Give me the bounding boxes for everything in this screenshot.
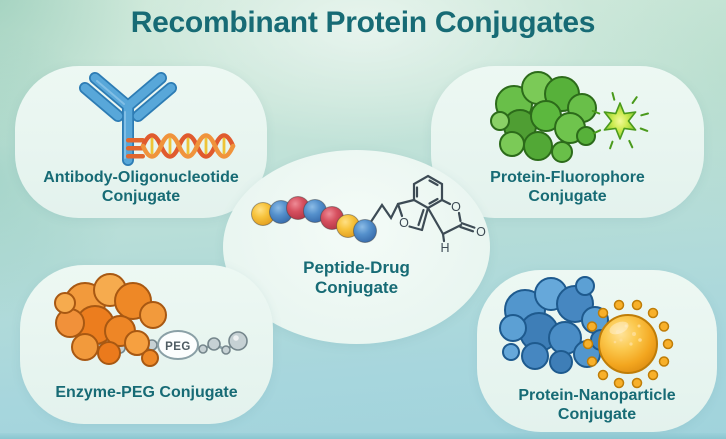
peg-badge: PEG: [157, 330, 199, 360]
protein-blob-green-icon: [490, 71, 597, 163]
dna-helix-icon: [126, 133, 236, 159]
card-label-line2: Conjugate: [528, 187, 607, 205]
atom-label-o-left: O: [399, 216, 409, 230]
card-label-line2: Conjugate: [557, 405, 637, 423]
card-label: Antibody-Oligonucleotide Conjugate: [15, 169, 267, 206]
protein-nanoparticle-illustration: [499, 276, 674, 389]
card-label: Peptide-Drug Conjugate: [223, 258, 490, 297]
card-label-line1: Antibody-Oligonucleotide: [43, 169, 239, 186]
bottom-edge-strip: [0, 433, 726, 439]
card-label-line1: Peptide-Drug: [303, 258, 410, 277]
atom-label-o-carbonyl: O: [476, 225, 486, 239]
enzyme-blob-icon: [54, 273, 167, 367]
card-label: Protein-Nanoparticle Conjugate: [477, 387, 717, 424]
drug-molecule-icon: [370, 174, 476, 243]
atom-label-h: H: [440, 241, 449, 255]
card-label-line1: Protein-Fluorophore: [490, 169, 645, 186]
antibody-icon: [79, 72, 177, 166]
card-label: Enzyme-PEG Conjugate: [20, 384, 273, 403]
nanoparticle-icon: [582, 299, 674, 389]
fluorophore-star-icon: [591, 92, 649, 150]
card-label-line2: Conjugate: [314, 277, 399, 297]
peptide-bead-chain-icon: [251, 196, 377, 243]
card-protein-nanoparticle: Protein-Nanoparticle Conjugate: [477, 270, 717, 432]
peptide-drug-illustration: O O O H: [251, 174, 486, 255]
card-label-line2: Conjugate: [101, 187, 181, 205]
card-protein-fluorophore: Protein-Fluorophore Conjugate: [431, 66, 704, 218]
page-title: Recombinant Protein Conjugates: [130, 6, 596, 39]
card-label-line1: Protein-Nanoparticle: [518, 387, 676, 404]
peg-badge-label: PEG: [165, 341, 191, 353]
card-enzyme-peg: PEG Enzyme-PEG Conjugate: [20, 265, 273, 424]
enzyme-peg-illustration: PEG: [54, 273, 248, 367]
card-antibody-oligonucleotide: Antibody-Oligonucleotide Conjugate: [15, 66, 267, 218]
card-label: Protein-Fluorophore Conjugate: [431, 169, 704, 206]
card-label-line1: Enzyme-PEG Conjugate: [55, 384, 238, 401]
atom-label-o-ring: O: [451, 200, 461, 214]
